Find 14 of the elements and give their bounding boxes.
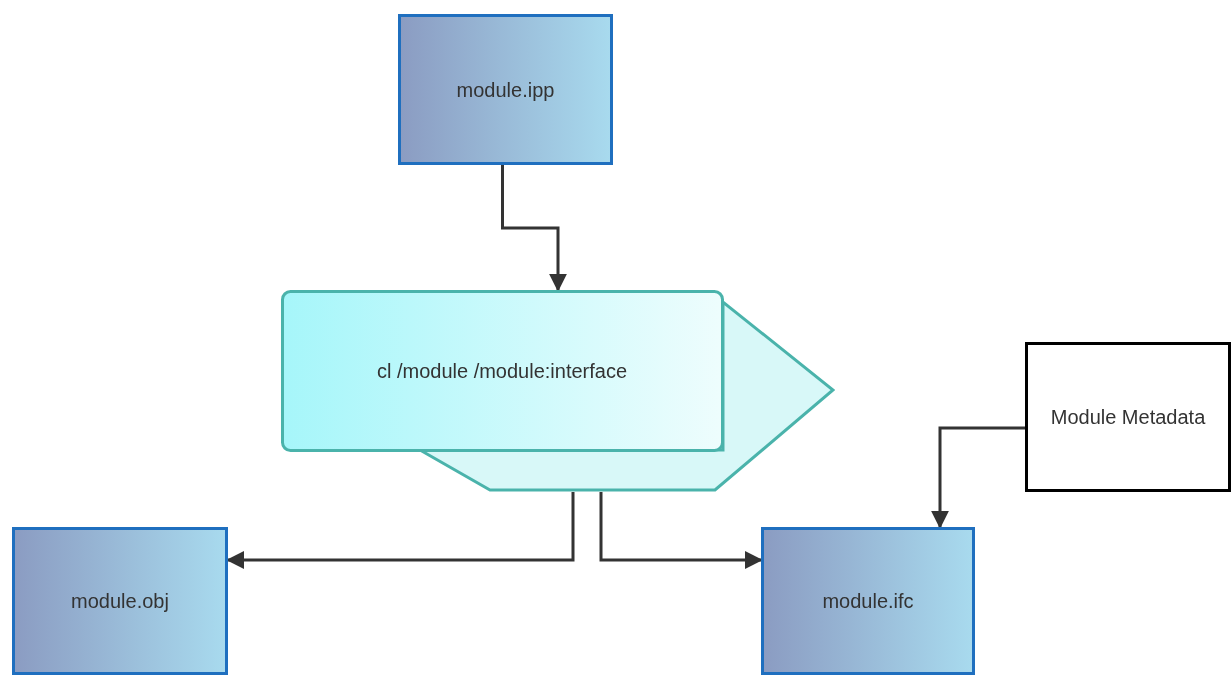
node-label: module.ipp bbox=[456, 77, 555, 103]
file-box bbox=[761, 527, 975, 675]
arrow bbox=[931, 426, 1025, 529]
node-label: module.obj bbox=[71, 589, 169, 614]
arrow bbox=[226, 492, 575, 569]
process-shape bbox=[281, 290, 835, 492]
node-label: cl /module /module:interface bbox=[376, 359, 628, 384]
node-label: Module Metadata bbox=[1050, 405, 1206, 430]
file-box bbox=[12, 527, 228, 675]
arrow bbox=[599, 492, 763, 569]
file-box bbox=[398, 14, 613, 165]
node-label: module.ifc bbox=[822, 589, 914, 614]
data-box bbox=[1025, 342, 1231, 492]
arrow bbox=[501, 165, 567, 292]
